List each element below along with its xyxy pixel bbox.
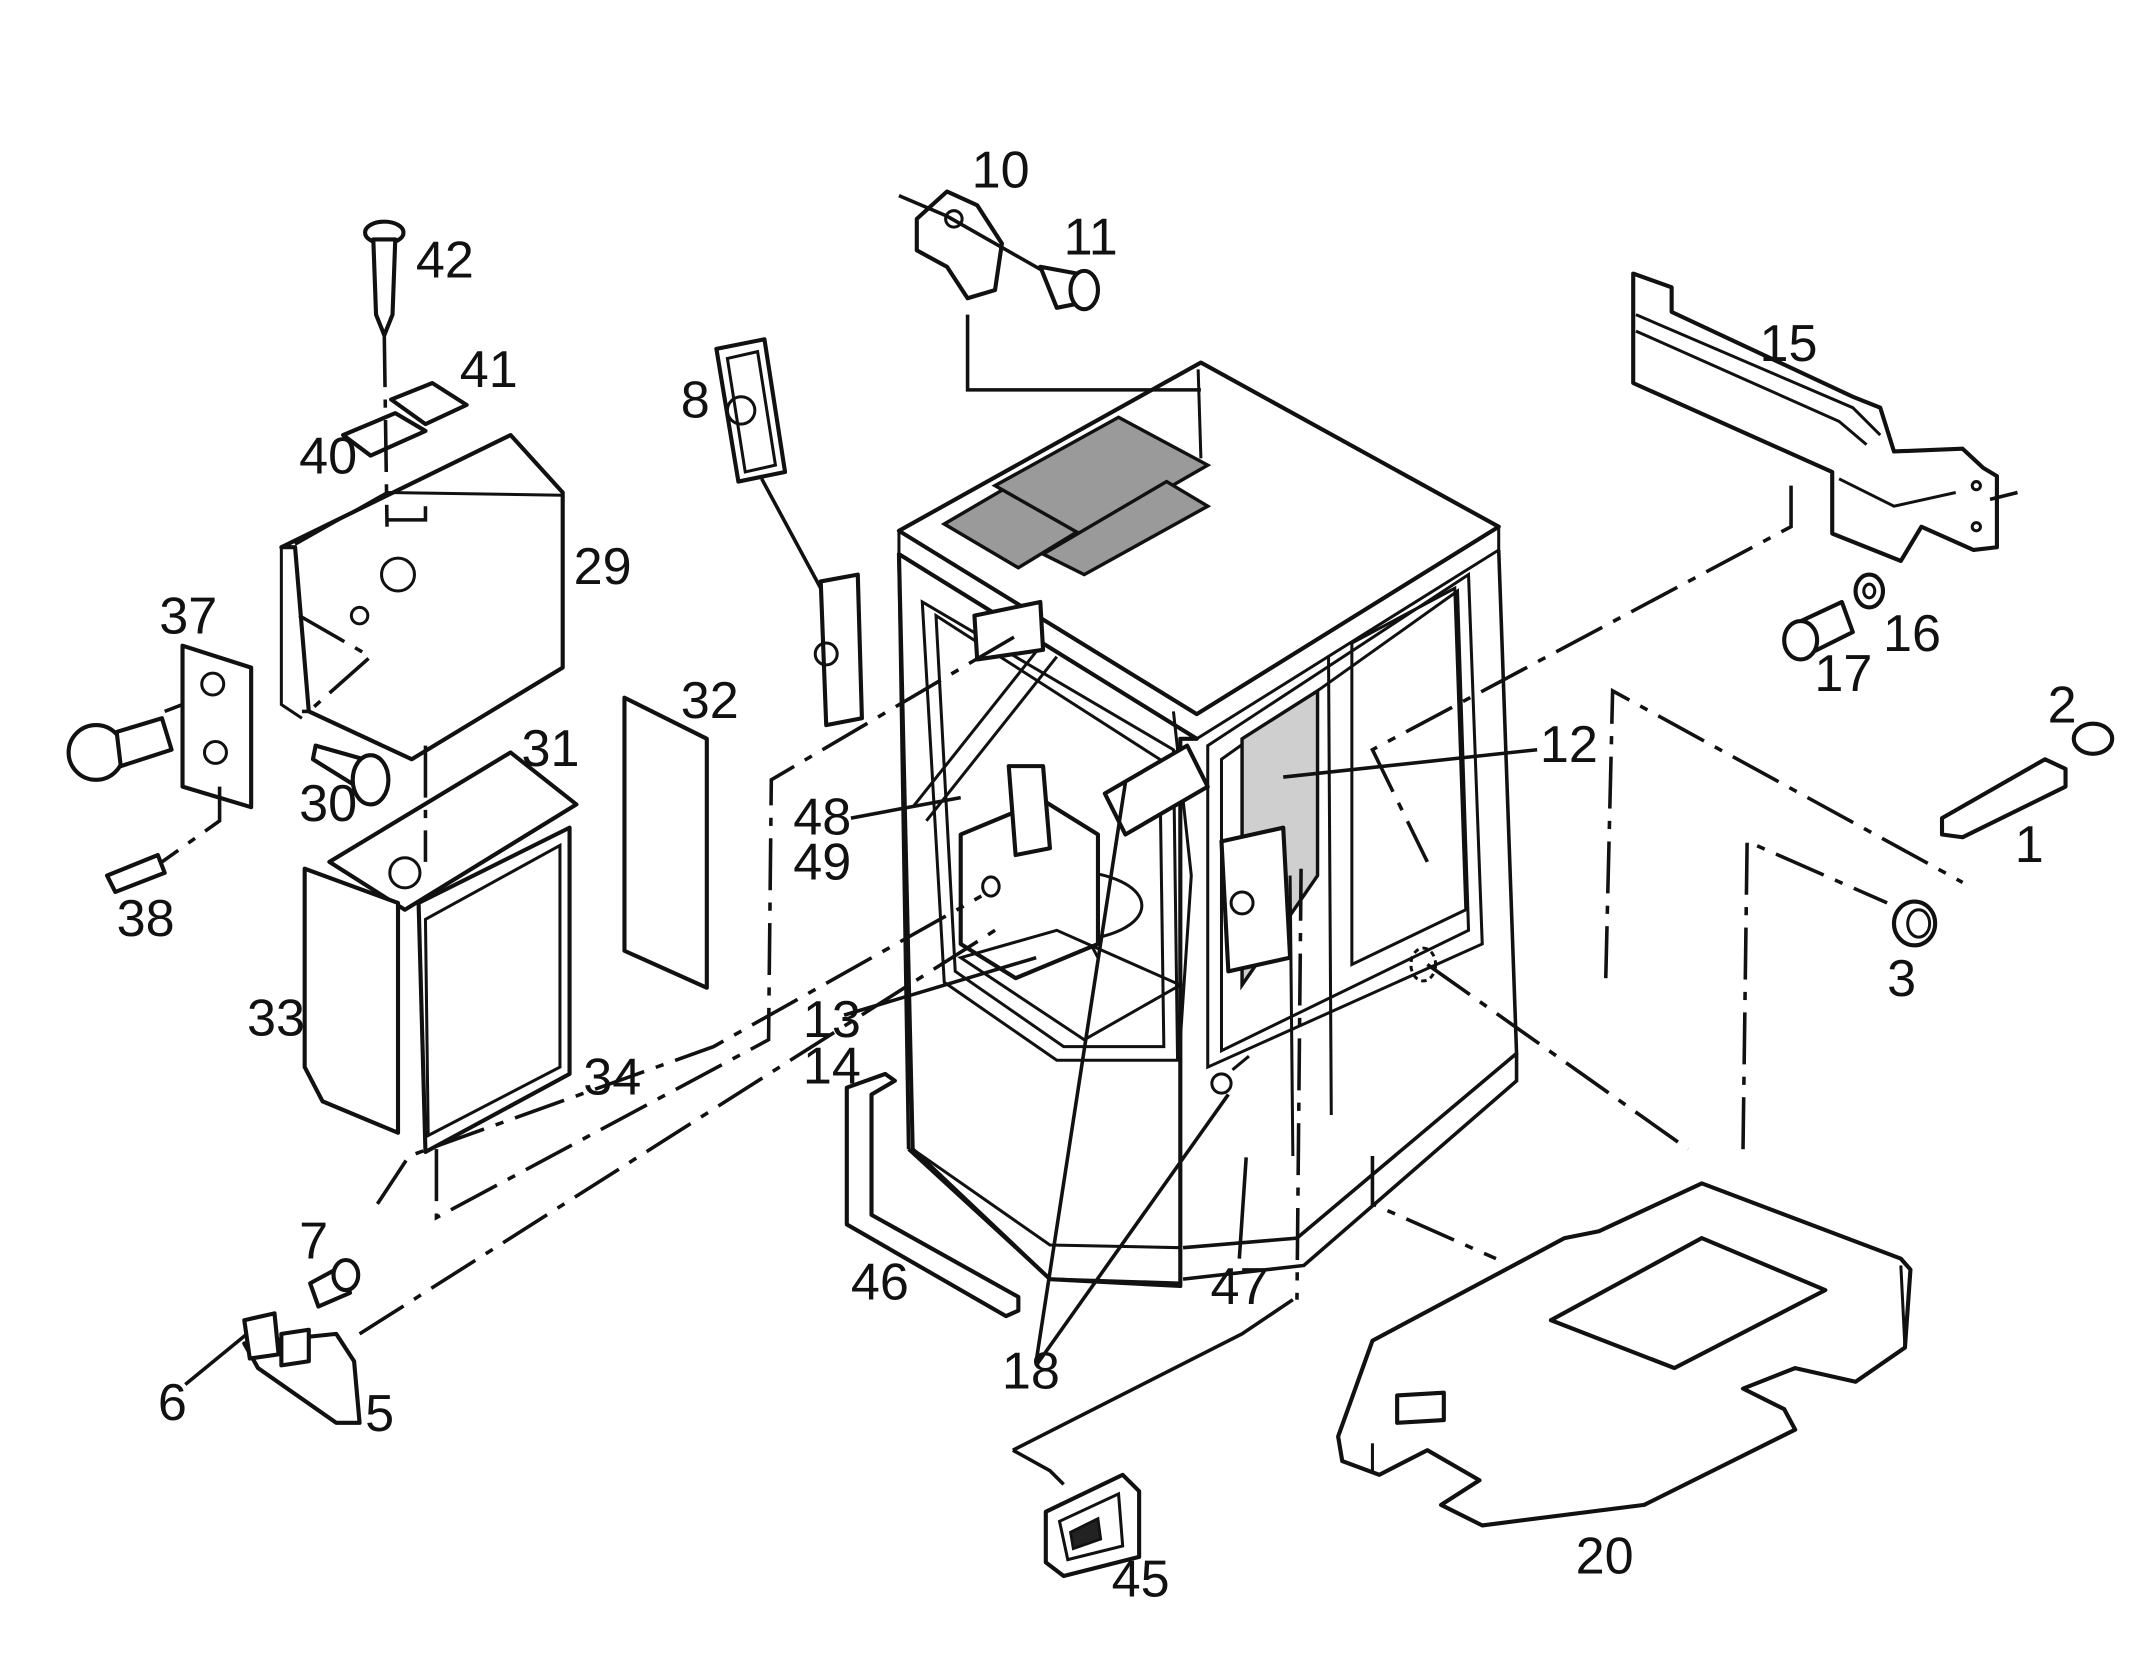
mounting-bracket-part (66, 643, 254, 810)
callout-1: 1 (2015, 816, 2044, 874)
switch-45 (1043, 1472, 1142, 1579)
callout-41: 41 (460, 341, 518, 399)
front-panel-34 (416, 825, 572, 1154)
callout-6: 6 (158, 1374, 187, 1432)
callout-17: 17 (1814, 645, 1872, 703)
insulation-pad-32 (622, 695, 709, 990)
callout-46: 46 (851, 1254, 909, 1312)
floor-plate-20 (1336, 1181, 1913, 1528)
callout-20: 20 (1576, 1527, 1634, 1585)
leader-lines (160, 194, 2018, 1486)
callout-12: 12 (1540, 716, 1598, 774)
callout-labels: 1 2 3 5 6 7 8 10 11 12 13 14 15 16 17 18… (117, 142, 2077, 1609)
visor-clip-6 (242, 1311, 281, 1361)
pin-11 (1038, 264, 1101, 312)
callout-11: 11 (1064, 209, 1118, 267)
callout-34: 34 (583, 1049, 641, 1107)
callout-3: 3 (1887, 950, 1916, 1008)
callout-40: 40 (299, 427, 357, 485)
screw-30 (310, 743, 391, 807)
hook-plate-10 (914, 189, 1004, 301)
callout-10: 10 (972, 142, 1030, 200)
callout-pointers (184, 747, 1538, 1386)
callout-5: 5 (365, 1385, 394, 1443)
callout-42: 42 (416, 232, 474, 290)
bolt-17 (1782, 599, 1855, 662)
washer-16 (1853, 572, 1886, 610)
callout-45: 45 (1112, 1551, 1170, 1609)
battery-box-base-part (327, 750, 579, 912)
battery-box-cover-part (279, 432, 565, 762)
cab-body (896, 360, 1519, 1289)
cover-strip-1 (1939, 757, 2068, 840)
visor-clip-6b (279, 1327, 311, 1368)
callout-49: 49 (793, 834, 851, 892)
plug-cap-2 (2071, 721, 2115, 756)
callout-16: 16 (1883, 605, 1941, 663)
screw-42 (363, 219, 406, 338)
seal-strip-46 (844, 1071, 1021, 1319)
callout-33: 33 (247, 990, 305, 1048)
callout-48: 48 (793, 789, 851, 847)
clip-plate-41 (389, 381, 469, 427)
callout-14: 14 (803, 1038, 861, 1096)
side-panel-33 (302, 866, 401, 1135)
spring-pin-38 (104, 852, 167, 895)
callout-29: 29 (574, 538, 632, 596)
callout-47: 47 (1211, 1258, 1269, 1316)
callout-13: 13 (803, 991, 861, 1049)
callout-30: 30 (299, 775, 357, 833)
callout-32: 32 (681, 672, 739, 730)
callout-38: 38 (117, 890, 175, 948)
callout-31: 31 (522, 720, 580, 778)
callout-8: 8 (681, 371, 710, 429)
callout-37: 37 (159, 587, 217, 645)
grommet-3 (1891, 899, 1938, 948)
handrail-part (1631, 271, 1999, 563)
screw-7 (308, 1257, 361, 1309)
callout-18: 18 (1002, 1343, 1060, 1401)
mirror-8 (714, 337, 864, 728)
callout-7: 7 (299, 1213, 328, 1271)
callout-15: 15 (1759, 315, 1817, 373)
callout-2: 2 (2048, 676, 2077, 734)
